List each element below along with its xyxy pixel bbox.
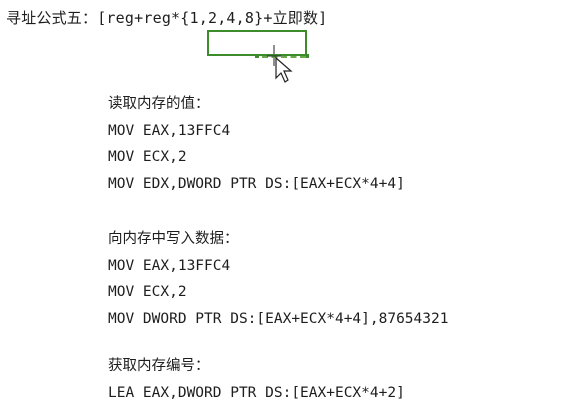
selection-handle-bottom-right[interactable]: [305, 54, 309, 58]
section-heading: 读取内存的值：: [108, 96, 210, 112]
code-line: MOV ECX,2: [108, 149, 187, 165]
selection-guide-line: [262, 56, 306, 58]
section-heading: 向内存中写入数据：: [108, 231, 239, 247]
code-line: LEA EAX,DWORD PTR DS:[EAX+ECX*4+2]: [108, 384, 405, 401]
code-line: MOV EDX,DWORD PTR DS:[EAX+ECX*4+4]: [108, 175, 405, 192]
section-heading: 获取内存编号：: [108, 358, 210, 374]
selection-handle-bottom-middle[interactable]: [255, 54, 259, 58]
code-line: MOV ECX,2: [108, 284, 187, 300]
code-line: MOV DWORD PTR DS:[EAX+ECX*4+4],87654321: [108, 310, 449, 327]
section-get-address: 获取内存编号： LEA EAX,DWORD PTR DS:[EAX+ECX*4+…: [108, 353, 405, 406]
code-line: MOV EAX,13FFC4: [108, 257, 231, 274]
move-cursor-icon: [267, 45, 293, 83]
section-read-memory: 读取内存的值： MOV EAX,13FFC4 MOV ECX,2 MOV EDX…: [108, 91, 405, 197]
page-title: 寻址公式五：[reg+reg*{1,2,4,8}+立即数]: [6, 9, 328, 27]
section-write-memory: 向内存中写入数据： MOV EAX,13FFC4 MOV ECX,2 MOV D…: [108, 226, 448, 332]
code-line: MOV EAX,13FFC4: [108, 122, 231, 139]
